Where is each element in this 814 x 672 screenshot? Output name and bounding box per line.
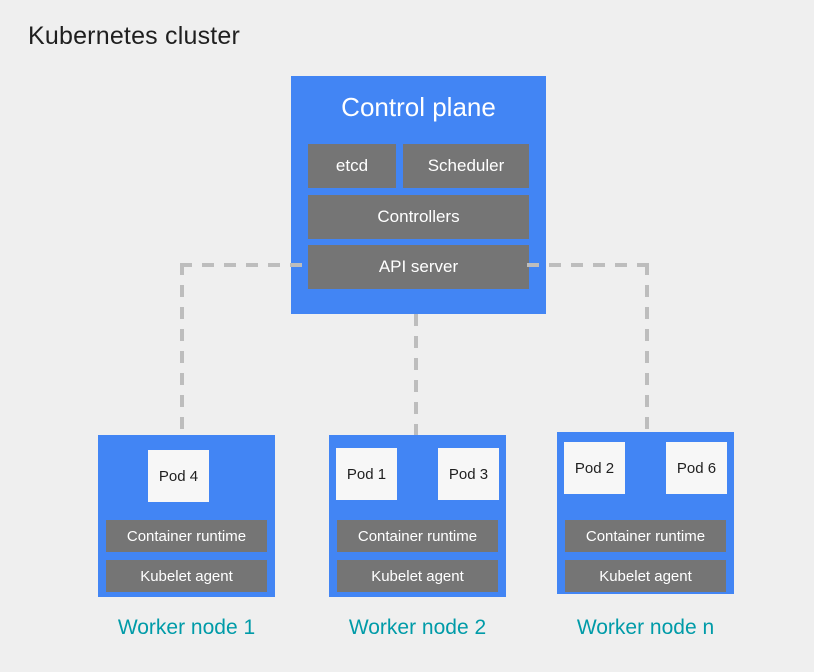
control-plane-title: Control plane [341, 92, 496, 122]
connector-api-to-worker-n-horizontal [527, 263, 649, 267]
connector-api-to-worker-1-horizontal [180, 263, 310, 267]
container-runtime-bar[interactable]: Container runtime [565, 520, 726, 552]
pod-box[interactable]: Pod 2 [564, 442, 625, 494]
kubelet-agent-bar[interactable]: Kubelet agent [337, 560, 498, 592]
pod-box[interactable]: Pod 1 [336, 448, 397, 500]
worker-node-n-label: Worker node n [576, 616, 715, 639]
container-runtime-bar[interactable]: Container runtime [106, 520, 267, 552]
page-title: Kubernetes cluster [28, 22, 241, 50]
connector-api-to-worker-n-vertical [645, 263, 649, 437]
control-plane-component-scheduler[interactable]: Scheduler [403, 144, 529, 188]
kubelet-agent-bar[interactable]: Kubelet agent [565, 560, 726, 592]
connector-api-to-worker-2-vertical [414, 314, 418, 437]
worker-node-n-box[interactable]: Pod 2 Pod 6 Container runtime Kubelet ag… [557, 432, 734, 594]
control-plane-box[interactable]: Control plane etcd Scheduler Controllers… [291, 76, 546, 314]
worker-node-2-label: Worker node 2 [348, 616, 487, 639]
kubelet-agent-bar[interactable]: Kubelet agent [106, 560, 267, 592]
worker-node-2-box[interactable]: Pod 1 Pod 3 Container runtime Kubelet ag… [329, 435, 506, 597]
pod-box[interactable]: Pod 6 [666, 442, 727, 494]
worker-node-1-label: Worker node 1 [117, 616, 256, 639]
container-runtime-bar[interactable]: Container runtime [337, 520, 498, 552]
connector-api-to-worker-1-vertical [180, 263, 184, 437]
control-plane-component-etcd[interactable]: etcd [308, 144, 396, 188]
control-plane-component-api-server[interactable]: API server [308, 245, 529, 289]
control-plane-component-controllers[interactable]: Controllers [308, 195, 529, 239]
pod-box[interactable]: Pod 4 [148, 450, 209, 502]
pod-box[interactable]: Pod 3 [438, 448, 499, 500]
worker-node-1-box[interactable]: Pod 4 Container runtime Kubelet agent [98, 435, 275, 597]
